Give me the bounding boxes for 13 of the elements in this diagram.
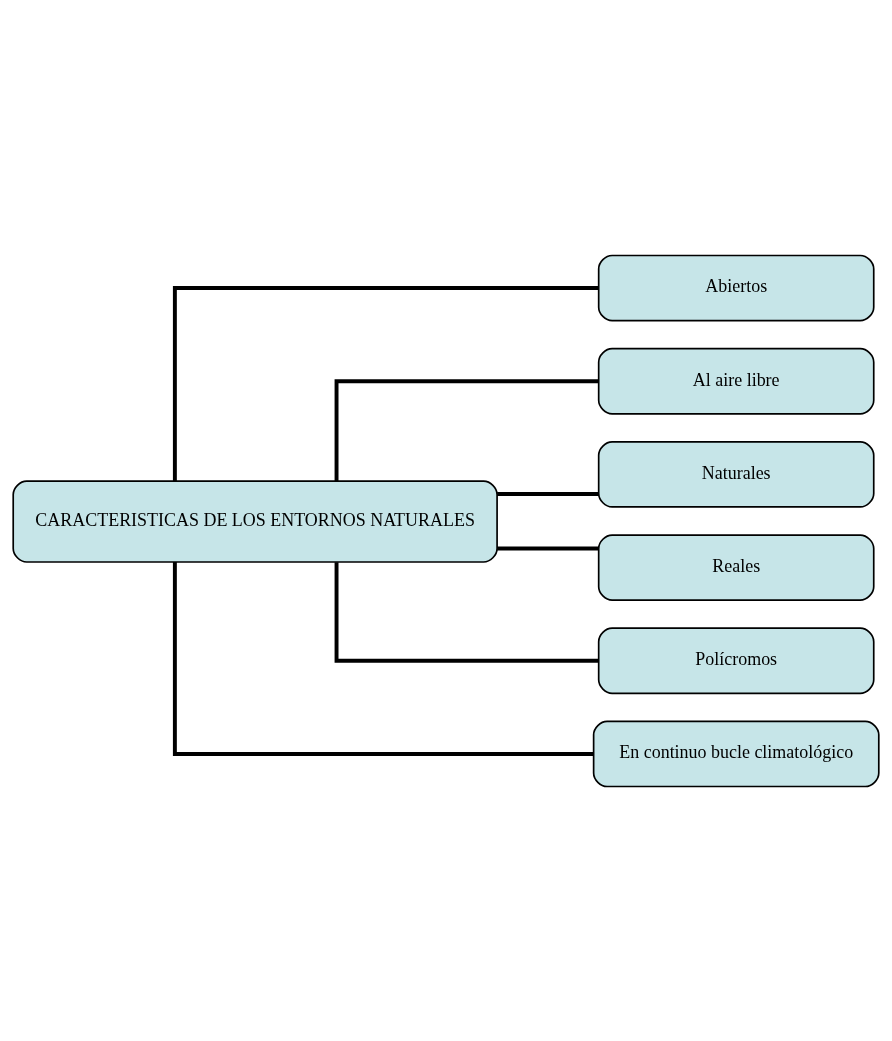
node-box: Abiertos <box>597 254 875 321</box>
node-box: Polícromos <box>597 626 875 694</box>
node-box: CARACTERISTICAS DE LOS ENTORNOS NATURALES <box>12 479 498 563</box>
connector <box>172 285 599 481</box>
node-box: En continuo bucle climatológico <box>592 720 880 787</box>
connector <box>172 561 594 756</box>
node-box: Naturales <box>597 440 875 508</box>
connector <box>497 546 599 550</box>
node-box: Reales <box>597 533 875 601</box>
connector <box>497 491 599 496</box>
connector <box>334 378 599 481</box>
connector <box>334 561 599 663</box>
node-box: Al aire libre <box>597 347 875 415</box>
